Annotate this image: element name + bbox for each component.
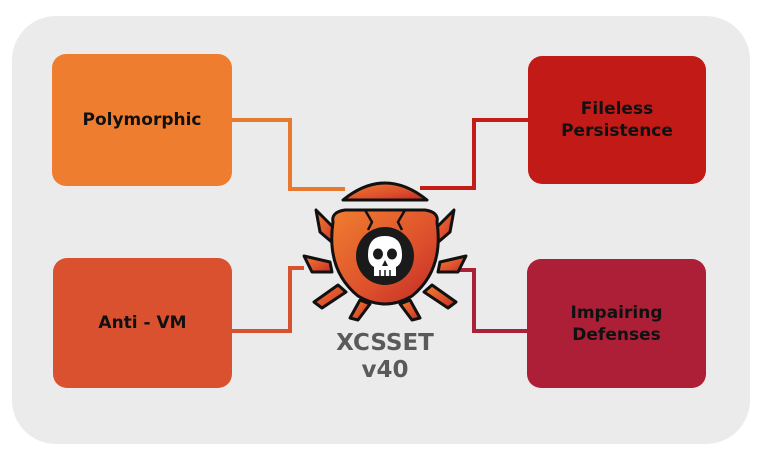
center-label: XCSSET v40 [300, 330, 470, 384]
center-name: XCSSET [336, 330, 434, 356]
connector-antivm [232, 266, 304, 333]
fileless-persistence-box: Fileless Persistence [528, 56, 706, 184]
impairing-defenses-label: Impairing Defenses [570, 302, 663, 345]
anti-vm-box: Anti - VM [53, 258, 232, 388]
connector-impairing [458, 268, 527, 333]
impairing-defenses-box: Impairing Defenses [527, 259, 706, 388]
polymorphic-box: Polymorphic [52, 54, 232, 186]
connector-polymorphic [232, 118, 345, 191]
anti-vm-label: Anti - VM [98, 313, 187, 333]
center-version: v40 [361, 357, 409, 383]
fileless-persistence-label: Fileless Persistence [561, 99, 673, 141]
polymorphic-label: Polymorphic [82, 110, 202, 130]
bug-skull-icon [302, 181, 468, 322]
connector-fileless [420, 118, 528, 190]
